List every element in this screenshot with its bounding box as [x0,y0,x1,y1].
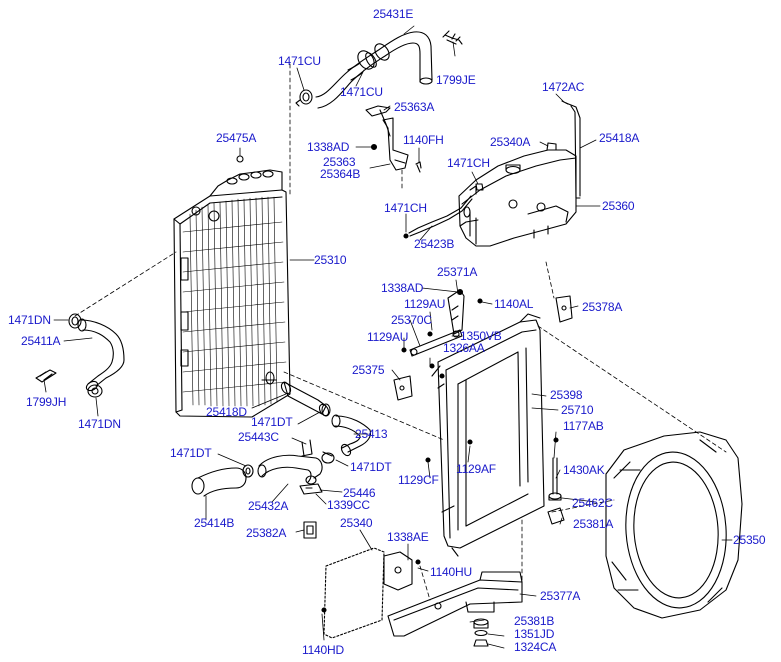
label-1471DN-left: 1471DN [8,313,51,327]
label-25418D: 25418D [206,405,247,419]
hose-25413 [332,415,371,457]
label-1129AU-lower: 1129AU [367,330,409,344]
label-1430AK: 1430AK [563,463,605,477]
hose-25414B [192,468,246,496]
label-1351JD: 1351JD [514,627,555,641]
side-bracket-25340 [324,548,412,638]
clamp-1471DN [69,314,102,397]
label-25432A: 25432A [248,499,289,513]
label-25363: 25363 [323,155,356,169]
upper-hose [316,32,432,108]
clip-1799JH [36,370,56,382]
clamp-1471DT-mid [322,404,334,463]
label-1326AA: 1326AA [443,341,485,355]
pad-25382A [304,522,316,538]
label-25462C: 25462C [572,496,613,510]
label-25340: 25340 [340,516,373,530]
label-25423B: 25423B [414,237,455,251]
label-1471CH-upper: 1471CH [447,156,490,170]
clamp-25443C [302,440,312,456]
label-1140AL: 1140AL [494,297,534,311]
label-25375: 25375 [352,363,385,377]
label-1339CC: 1339CC [327,498,370,512]
label-25381A: 25381A [573,517,614,531]
support-member-25377A [388,572,522,636]
label-25310: 25310 [314,253,347,267]
label-1140HU: 1140HU [430,565,472,579]
bracket-25371A [448,290,464,334]
label-1324CA: 1324CA [514,640,557,654]
label-1471DN-lower: 1471DN [78,417,121,431]
fan-shroud-frame [432,314,544,556]
bolt-1140FH [416,162,421,172]
hose-clamp-1471CU [296,51,378,106]
clamp-1471CH [470,184,483,194]
label-1350VB: 1350VB [460,329,502,343]
label-1140FH: 1140FH [403,133,444,147]
label-25381B: 25381B [514,614,555,628]
label-25363A: 25363A [394,100,435,114]
fan-shroud [606,432,742,618]
label-25364B: 25364B [320,167,361,181]
label-25710: 25710 [561,403,594,417]
label-25475A: 25475A [216,131,257,145]
label-1472AC: 1472AC [542,80,585,94]
label-25411A: 25411A [21,334,61,348]
hose-25432A [258,455,322,484]
label-25378A: 25378A [582,300,623,314]
fitting-25446 [300,484,322,494]
label-1177AB: 1177AB [563,419,604,433]
label-25340A: 25340A [490,135,531,149]
bracket-25364B [383,118,408,170]
label-1471CU-upper: 1471CU [278,54,321,68]
label-25431E: 25431E [373,7,414,21]
label-1471DT-left: 1471DT [170,446,212,460]
leader-lines [74,63,727,601]
plug-25475A [237,156,243,162]
bracket-25363A [366,106,390,136]
label-1338AE: 1338AE [387,530,429,544]
label-25398: 25398 [550,388,583,402]
bracket-25378A [556,296,572,322]
label-1471DT-upper: 1471DT [251,415,293,429]
label-1799JE: 1799JE [436,73,476,87]
label-25371A: 25371A [437,265,478,279]
label-25377A: 25377A [540,589,581,603]
reservoir-tank [459,143,576,246]
label-1471CH-lower: 1471CH [384,201,427,215]
label-25414B: 25414B [194,516,235,530]
overflow-hose-25418A [566,103,580,198]
mount-rubber-25462C [548,458,564,524]
label-1338AD-upper: 1338AD [307,140,350,154]
label-25370C: 25370C [391,313,432,327]
label-pointers [43,25,733,649]
label-1140HD: 1140HD [302,643,344,657]
label-25418A: 25418A [599,131,640,145]
insulator-25381B [474,619,488,646]
label-1129CF: 1129CF [398,473,439,487]
clip-1799JE [443,31,462,44]
label-25413: 25413 [355,427,388,441]
label-25382A: 25382A [246,526,287,540]
label-25443C: 25443C [238,430,279,444]
small-bolts [322,290,558,613]
radiator-core [174,170,290,417]
bracket-25375 [394,376,412,400]
label-1471DT-right: 1471DT [350,460,392,474]
label-1338AD-lower: 1338AD [381,281,424,295]
hose-25423B [404,196,472,238]
clamp-1471DT-left [243,465,253,477]
hose-25418D [280,381,331,417]
hose-25411A [78,319,124,392]
label-1129AF: 1129AF [456,462,496,476]
label-25446: 25446 [343,486,376,500]
label-1471CU-lower: 1471CU [340,85,383,99]
label-25350: 25350 [733,533,766,547]
label-1799JH: 1799JH [26,395,67,409]
label-1129AU-upper: 1129AU [404,297,446,311]
label-25360: 25360 [602,199,635,213]
stay-25370C [410,330,462,356]
